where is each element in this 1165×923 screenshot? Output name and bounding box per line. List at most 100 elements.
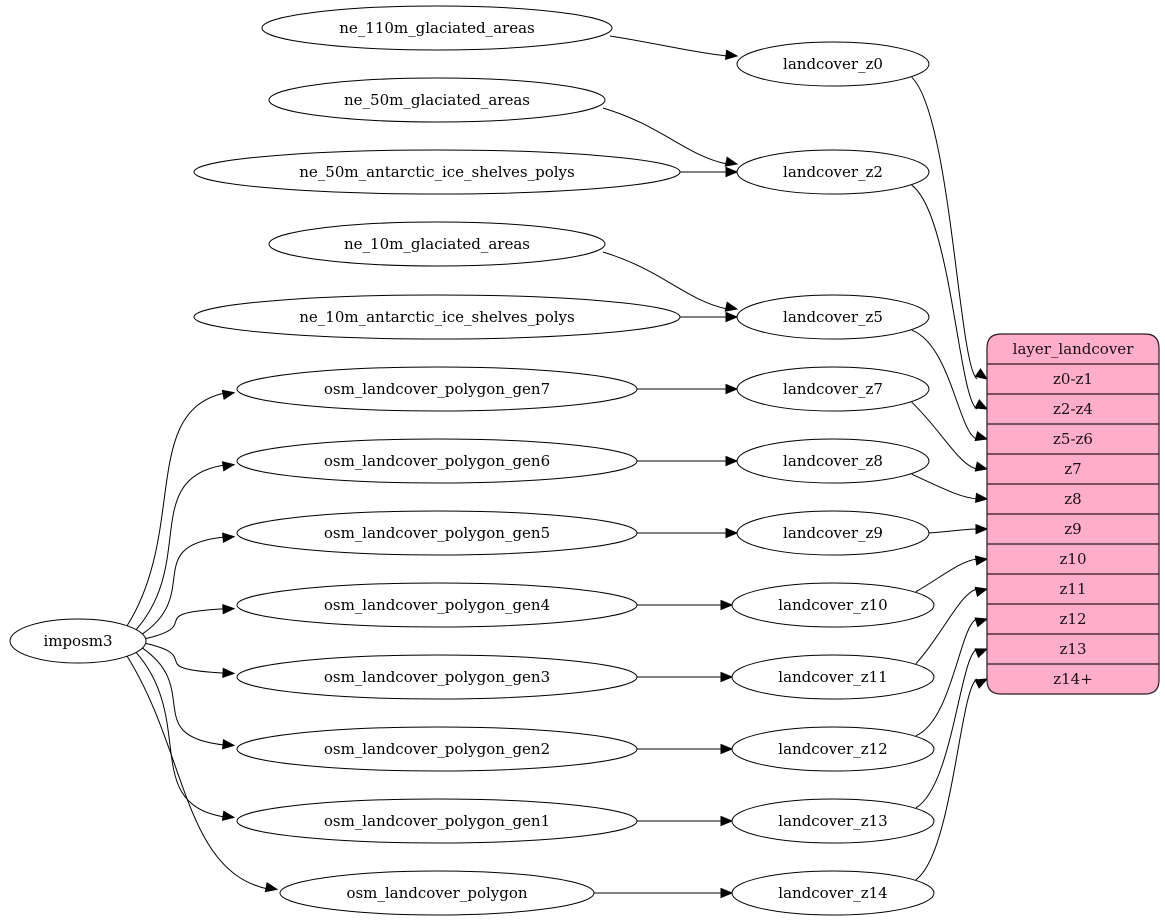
node-shape bbox=[236, 582, 638, 628]
node-label: osm_landcover_polygon_gen6 bbox=[324, 452, 550, 470]
table-row-z7[interactable]: z7 bbox=[1064, 460, 1081, 478]
edge-imposm3-to-osm_landcover_polygon_gen6 bbox=[135, 464, 227, 630]
node-ne_50m_glaciated_areas[interactable]: ne_50m_glaciated_areas bbox=[268, 77, 606, 123]
node-label: osm_landcover_polygon bbox=[346, 884, 527, 902]
node-landcover_z11[interactable]: landcover_z11 bbox=[731, 654, 935, 700]
node-label: landcover_z0 bbox=[783, 55, 883, 73]
node-landcover_z14[interactable]: landcover_z14 bbox=[731, 870, 935, 916]
table-row-z8[interactable]: z8 bbox=[1064, 490, 1081, 508]
layer-landcover-table[interactable]: layer_landcoverz0-z1z2-z4z5-z6z7z8z9z10z… bbox=[986, 333, 1160, 695]
edge-imposm3-to-osm_landcover_polygon_gen5-arrowhead bbox=[222, 532, 236, 543]
node-landcover_z9[interactable]: landcover_z9 bbox=[736, 510, 930, 556]
edge-imposm3-to-osm_landcover_polygon_gen1 bbox=[135, 652, 227, 818]
node-imposm3[interactable]: imposm3 bbox=[9, 618, 147, 664]
node-ne_10m_antarctic_ice_shelves_polys[interactable]: ne_10m_antarctic_ice_shelves_polys bbox=[193, 294, 681, 340]
node-osm_landcover_polygon_gen5[interactable]: osm_landcover_polygon_gen5 bbox=[236, 510, 638, 556]
node-shape bbox=[193, 294, 681, 340]
edge-ne_110m_glaciated_areas-to-landcover_z0 bbox=[609, 35, 728, 57]
node-shape bbox=[731, 870, 935, 916]
node-osm_landcover_polygon_gen4[interactable]: osm_landcover_polygon_gen4 bbox=[236, 582, 638, 628]
table-row-z10[interactable]: z10 bbox=[1060, 550, 1087, 568]
edge-landcover_z5-to-z5-z6-arrowhead bbox=[974, 430, 989, 442]
table-row-z9[interactable]: z9 bbox=[1064, 520, 1081, 538]
node-label: ne_50m_antarctic_ice_shelves_polys bbox=[299, 163, 574, 181]
edge-landcover_z11-to-z11-arrowhead bbox=[974, 586, 989, 597]
table-row-z14+[interactable]: z14+ bbox=[1053, 670, 1093, 688]
node-label: osm_landcover_polygon_gen3 bbox=[324, 668, 550, 686]
edge-landcover_z14-to-z14+ bbox=[915, 678, 978, 881]
node-osm_landcover_polygon_gen7[interactable]: osm_landcover_polygon_gen7 bbox=[236, 366, 638, 412]
table-row-z13[interactable]: z13 bbox=[1060, 640, 1087, 658]
edge-imposm3-to-osm_landcover_polygon_gen5 bbox=[142, 536, 227, 635]
edge-ne_10m_glaciated_areas-to-landcover_z5-arrowhead bbox=[724, 301, 739, 312]
node-shape bbox=[9, 618, 147, 664]
node-landcover_z0[interactable]: landcover_z0 bbox=[736, 41, 930, 87]
node-shape bbox=[736, 41, 930, 87]
edge-imposm3-to-osm_landcover_polygon bbox=[126, 655, 270, 890]
edge-landcover_z10-to-z10-arrowhead bbox=[974, 555, 989, 566]
node-osm_landcover_polygon_gen1[interactable]: osm_landcover_polygon_gen1 bbox=[236, 798, 638, 844]
node-landcover_z5[interactable]: landcover_z5 bbox=[736, 294, 930, 340]
edge-osm_landcover_polygon_gen6-to-landcover_z8-arrowhead bbox=[725, 455, 739, 467]
node-shape bbox=[736, 510, 930, 556]
node-osm_landcover_polygon_gen6[interactable]: osm_landcover_polygon_gen6 bbox=[236, 438, 638, 484]
edge-osm_landcover_polygon-to-landcover_z14-arrowhead bbox=[720, 887, 734, 899]
node-ne_10m_glaciated_areas[interactable]: ne_10m_glaciated_areas bbox=[268, 221, 606, 267]
edge-landcover_z11-to-z11 bbox=[915, 588, 978, 665]
node-shape bbox=[736, 366, 930, 412]
nodes-layer: imposm3 ne_110m_glaciated_areas ne_50m_gla… bbox=[9, 5, 935, 916]
table-row-z0-z1[interactable]: z0-z1 bbox=[1053, 370, 1093, 388]
node-shape bbox=[268, 221, 606, 267]
edge-imposm3-to-osm_landcover_polygon_gen6-arrowhead bbox=[221, 461, 236, 472]
node-ne_110m_glaciated_areas[interactable]: ne_110m_glaciated_areas bbox=[261, 5, 613, 51]
table-row-z12[interactable]: z12 bbox=[1060, 610, 1087, 628]
node-label: landcover_z10 bbox=[778, 596, 887, 614]
node-label: landcover_z11 bbox=[778, 668, 887, 686]
node-shape bbox=[193, 149, 681, 195]
edge-ne_50m_glaciated_areas-to-landcover_z2 bbox=[602, 107, 728, 165]
node-osm_landcover_polygon[interactable]: osm_landcover_polygon bbox=[279, 870, 595, 916]
edge-imposm3-to-osm_landcover_polygon_gen7-arrowhead bbox=[221, 389, 236, 401]
edge-imposm3-to-osm_landcover_polygon_gen3 bbox=[145, 642, 227, 674]
node-landcover_z13[interactable]: landcover_z13 bbox=[731, 798, 935, 844]
node-landcover_z12[interactable]: landcover_z12 bbox=[731, 726, 935, 772]
edge-landcover_z0-to-z0-z1-arrowhead bbox=[974, 368, 989, 380]
node-shape bbox=[261, 5, 613, 51]
edge-imposm3-to-osm_landcover_polygon_gen7 bbox=[126, 392, 227, 627]
edge-imposm3-to-osm_landcover_polygon_gen1-arrowhead bbox=[221, 810, 236, 821]
edge-landcover_z12-to-z12 bbox=[915, 618, 978, 737]
edge-landcover_z5-to-z5-z6 bbox=[911, 329, 978, 440]
edge-imposm3-to-osm_landcover_polygon-arrowhead bbox=[264, 881, 279, 893]
node-landcover_z7[interactable]: landcover_z7 bbox=[736, 366, 930, 412]
node-label: osm_landcover_polygon_gen2 bbox=[324, 740, 550, 758]
edge-osm_landcover_polygon_gen4-to-landcover_z10-arrowhead bbox=[720, 599, 734, 611]
node-label: landcover_z12 bbox=[778, 740, 887, 758]
node-label: imposm3 bbox=[43, 632, 112, 650]
node-shape bbox=[731, 726, 935, 772]
node-label: osm_landcover_polygon_gen4 bbox=[324, 596, 550, 614]
table-row-z2-z4[interactable]: z2-z4 bbox=[1053, 400, 1093, 418]
node-landcover_z10[interactable]: landcover_z10 bbox=[731, 582, 935, 628]
node-label: osm_landcover_polygon_gen1 bbox=[324, 812, 550, 830]
node-label: ne_50m_glaciated_areas bbox=[344, 91, 530, 109]
node-osm_landcover_polygon_gen2[interactable]: osm_landcover_polygon_gen2 bbox=[236, 726, 638, 772]
node-ne_50m_antarctic_ice_shelves_polys[interactable]: ne_50m_antarctic_ice_shelves_polys bbox=[193, 149, 681, 195]
edge-landcover_z13-to-z13 bbox=[915, 648, 978, 809]
table-row-z5-z6[interactable]: z5-z6 bbox=[1053, 430, 1093, 448]
node-shape bbox=[736, 294, 930, 340]
node-osm_landcover_polygon_gen3[interactable]: osm_landcover_polygon_gen3 bbox=[236, 654, 638, 700]
node-shape bbox=[236, 438, 638, 484]
edge-osm_landcover_polygon_gen7-to-landcover_z7-arrowhead bbox=[725, 383, 739, 395]
edge-landcover_z7-to-z7 bbox=[911, 401, 978, 470]
node-landcover_z8[interactable]: landcover_z8 bbox=[736, 438, 930, 484]
table-row-z11[interactable]: z11 bbox=[1060, 580, 1087, 598]
edge-landcover_z2-to-z2-z4-arrowhead bbox=[974, 399, 989, 410]
node-shape bbox=[731, 654, 935, 700]
node-label: landcover_z7 bbox=[783, 380, 883, 398]
edge-ne_50m_glaciated_areas-to-landcover_z2-arrowhead bbox=[724, 156, 739, 167]
node-label: osm_landcover_polygon_gen7 bbox=[324, 380, 550, 398]
node-landcover_z2[interactable]: landcover_z2 bbox=[736, 149, 930, 195]
node-label: ne_10m_antarctic_ice_shelves_polys bbox=[299, 308, 574, 326]
